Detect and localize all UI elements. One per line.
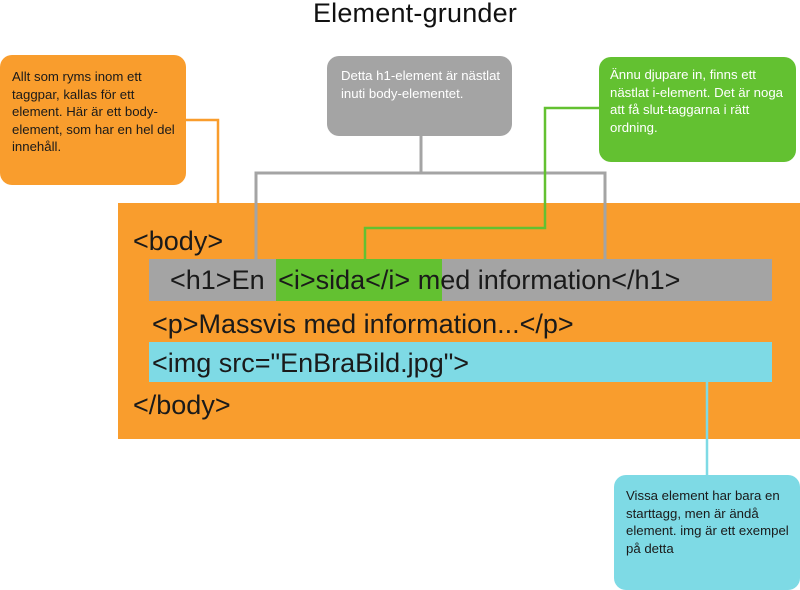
- callout-h1-element: Detta h1-element är nästlat inuti body-e…: [327, 56, 512, 136]
- highlight-i: [276, 259, 442, 301]
- code-h1-open: <h1>En: [170, 265, 273, 295]
- code-p-line: <p>Massvis med information...</p>: [152, 309, 574, 339]
- callout-i-element: Ännu djupare in, finns ett nästlat i-ele…: [599, 57, 796, 162]
- code-img-line: <img src="EnBraBild.jpg">: [152, 348, 470, 378]
- code-box-body: [118, 203, 800, 439]
- highlight-h1: [149, 259, 772, 301]
- highlight-img: [149, 342, 772, 382]
- connector-h1-bracket: [254, 171, 607, 262]
- code-i-part: <i>sida</i>: [278, 265, 411, 295]
- code-h1-line: <h1>En <i>sida</i> med information</h1>: [170, 261, 680, 299]
- page-title: Element-grunder: [312, 0, 518, 28]
- code-body-open: <body>: [133, 226, 224, 256]
- callout-img-element: Vissa element har bara en starttagg, men…: [614, 475, 800, 590]
- connector-body: [184, 118, 220, 208]
- connector-i: [363, 106, 601, 262]
- code-h1-rest: med information</h1>: [410, 265, 681, 295]
- code-body-close: </body>: [133, 390, 231, 420]
- callout-body-element: Allt som ryms inom ett taggpar, kallas f…: [0, 55, 186, 185]
